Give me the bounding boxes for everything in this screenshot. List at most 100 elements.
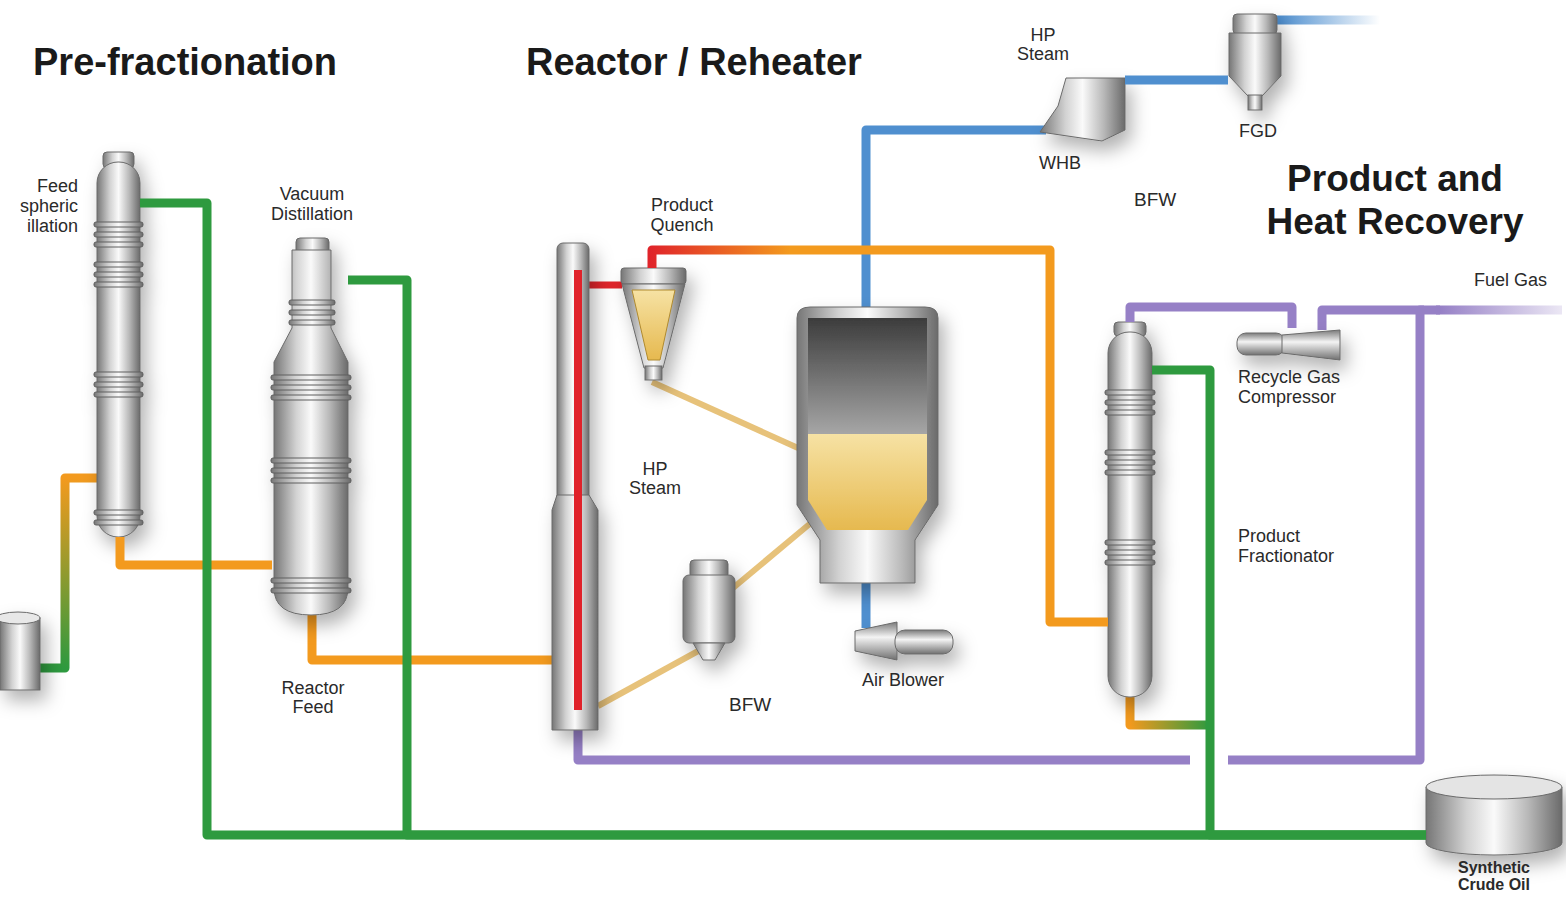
column-ring (1105, 390, 1155, 395)
steam-line (1093, 0, 1102, 80)
exchanger (683, 575, 735, 643)
column-ring (94, 510, 143, 515)
atmospheric-column (97, 152, 140, 537)
vacuum-column: Vacuum Distillation (272, 238, 348, 615)
cyclone-solids (632, 290, 675, 360)
column-ring (271, 458, 351, 463)
feed-tank (0, 618, 40, 690)
bottoms-pipe (1130, 695, 1212, 725)
quench-cyclone: Product Quench (620, 268, 686, 380)
column-ring (289, 310, 335, 315)
column-ring (94, 520, 143, 525)
flue-gas-pipe (866, 130, 1046, 307)
column-ring (94, 262, 143, 267)
utility-label: BFW (1134, 190, 1194, 211)
column-ring (94, 372, 143, 377)
equipment-label: Vacuum Distillation (252, 185, 372, 225)
column-rings (94, 222, 1155, 593)
fractionator-column: Product Fractionator (1108, 322, 1152, 697)
product-vapour-pipe (652, 250, 1108, 622)
product-pipe (140, 203, 1426, 835)
reheater-shell (797, 307, 938, 583)
column-ring (94, 382, 143, 387)
steam-exchanger (683, 560, 735, 660)
product-pipe (1152, 370, 1426, 835)
column-ring (271, 385, 351, 390)
column-ring (94, 392, 143, 397)
column-ring (289, 320, 335, 325)
column-ring (1105, 540, 1155, 545)
column-ring (1105, 410, 1155, 415)
utility-label: HP Steam (620, 460, 690, 498)
equipment-label: Product Fractionator (1238, 527, 1368, 567)
equipment-label: FGD (1226, 122, 1290, 142)
gas-pipe (1130, 307, 1292, 328)
riser-flow (574, 270, 582, 710)
column-ring (1105, 460, 1155, 465)
boiler (1040, 78, 1125, 141)
cyclone (622, 284, 685, 368)
fuel-gas-pipe (1436, 306, 1562, 315)
section-heading: Product and Heat Recovery (1250, 158, 1540, 243)
fgd-unit (1229, 14, 1281, 110)
column-ring (271, 578, 351, 583)
fgd (1233, 14, 1277, 34)
product-pipe (1152, 370, 1426, 835)
compressor (1237, 333, 1285, 355)
section-heading: Reactor / Reheater (526, 42, 946, 84)
column-ring (1105, 560, 1155, 565)
quench-cyclone (621, 268, 686, 380)
catalyst-line (598, 650, 700, 706)
stream-label: Reactor Feed (273, 679, 353, 717)
cyclone (645, 366, 662, 380)
process-pipes (40, 0, 1562, 760)
waste-heat-boiler (1040, 78, 1125, 141)
atmospheric-column: Feed spheric illation (97, 152, 140, 537)
recycle-compressor (1237, 330, 1340, 360)
crude-tank (1426, 775, 1562, 855)
column-ring (271, 588, 351, 593)
bfw-line (1106, 138, 1115, 215)
column-ring (271, 375, 351, 380)
waste-heat-boiler: WHB (1040, 76, 1125, 141)
air-blower: Air Blower (852, 620, 955, 662)
feed-tank (0, 612, 40, 624)
fgd (1248, 95, 1262, 110)
column-ring (271, 478, 351, 483)
equipment-label: Feed spheric illation (2, 177, 78, 236)
cyclone (621, 268, 686, 284)
air-pipe (862, 583, 871, 628)
section-heading: Pre-fractionation (33, 42, 453, 84)
equipment-label: Product Quench (622, 196, 742, 236)
process-pipe (120, 537, 272, 565)
reheater (797, 307, 938, 583)
equipment-label: WHB (1030, 154, 1090, 174)
recycle-gas-pipe (578, 728, 1190, 760)
column-ring (1105, 550, 1155, 555)
blower (895, 630, 953, 654)
reactor-riser (552, 243, 598, 730)
column-shell (1108, 332, 1152, 697)
equipment-label: Air Blower (843, 671, 963, 691)
equipment-label: Recycle Gas Compressor (1238, 368, 1378, 408)
catalyst-line (733, 522, 812, 588)
product-vapour-pipe (652, 250, 1108, 622)
column-ring (1105, 450, 1155, 455)
column-ring (1105, 470, 1155, 475)
column-ring (271, 468, 351, 473)
column-ring (94, 232, 143, 237)
storage-tank: Synthetic Crude Oil (1426, 775, 1562, 855)
column-ring (94, 282, 143, 287)
feed-tank (0, 612, 40, 690)
process-pipe (120, 537, 272, 565)
feed-pipe (40, 478, 97, 668)
product-pipe (348, 280, 1426, 835)
riser (557, 243, 589, 503)
product-pipe (348, 280, 1426, 835)
column-ring (94, 242, 143, 247)
flue-gas-pipe (1125, 76, 1228, 85)
column-shell (97, 162, 140, 537)
utility-label: BFW (729, 695, 789, 716)
